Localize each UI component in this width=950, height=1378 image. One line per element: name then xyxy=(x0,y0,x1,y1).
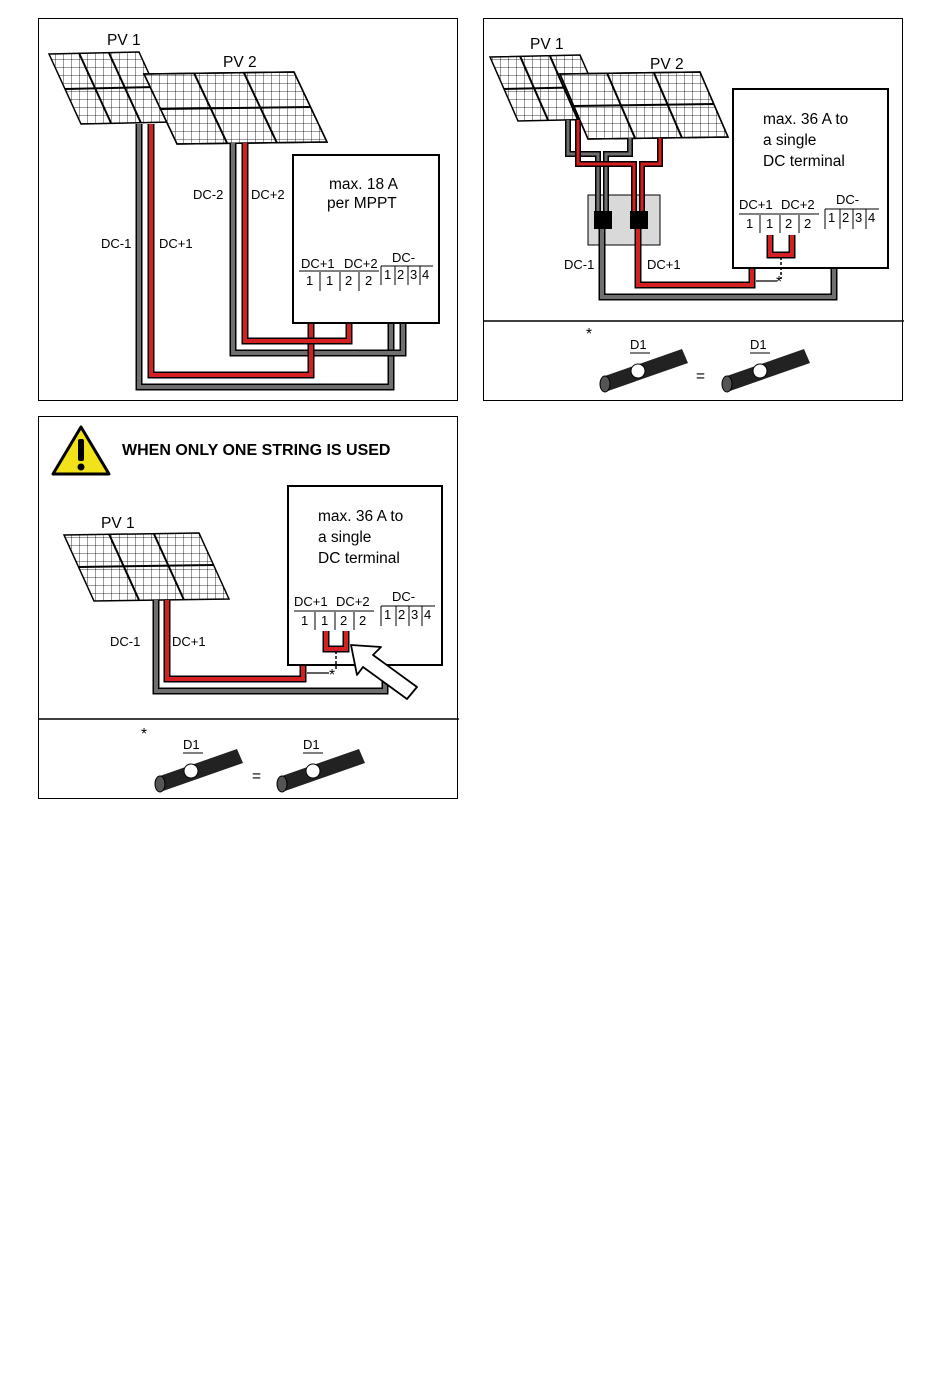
dc-plus-1-label: DC+1 xyxy=(647,257,681,272)
terminal-label: 3 xyxy=(855,210,862,225)
diagram-two-strings-mppt: PV 1 PV 2 DC-1 DC+1 DC-2 DC+2 max. 18 A … xyxy=(38,18,458,401)
terminal-label: 1 xyxy=(306,273,313,288)
diagram-parallel-strings: PV 1 PV 2 DC-1 DC+1 max. 36 A to xyxy=(483,18,903,401)
terminal-label: 3 xyxy=(411,607,418,622)
terminal-label: 2 xyxy=(398,607,405,622)
dc-minus-1-label: DC-1 xyxy=(101,236,131,251)
pv1-solar-panel-icon xyxy=(64,533,229,601)
d1-label-left: D1 xyxy=(183,737,200,752)
diagram-two-strings-svg: PV 1 PV 2 DC-1 DC+1 DC-2 DC+2 max. 18 A … xyxy=(39,19,459,402)
connector-icon xyxy=(594,211,612,229)
cable-cross-section-icon xyxy=(155,749,243,792)
pv2-label: PV 2 xyxy=(223,54,257,71)
cable-footnote: * D1 = D1 xyxy=(141,726,365,792)
dc-plus-1-label: DC+1 xyxy=(172,634,206,649)
box-line2: a single xyxy=(318,529,371,546)
term-dc-plus1-label: DC+1 xyxy=(739,197,773,212)
dc-plus-1-label: DC+1 xyxy=(159,236,193,251)
terminal-label: 1 xyxy=(384,607,391,622)
d1-label-left: D1 xyxy=(630,337,647,352)
connector-icon xyxy=(630,211,648,229)
diagram-single-string: WHEN ONLY ONE STRING IS USED PV 1 DC-1 D… xyxy=(38,416,458,799)
terminal-label: 1 xyxy=(828,210,835,225)
asterisk-marker: * xyxy=(776,274,782,291)
terminal-label: 1 xyxy=(301,613,308,628)
term-dc-minus-label: DC- xyxy=(836,192,859,207)
terminal-label: 4 xyxy=(424,607,431,622)
terminal-label: 1 xyxy=(326,273,333,288)
footnote-asterisk: * xyxy=(141,726,147,743)
box-line2: a single xyxy=(763,132,816,149)
terminal-label: 2 xyxy=(365,273,372,288)
warning-heading: WHEN ONLY ONE STRING IS USED xyxy=(122,442,390,459)
terminal-label: 1 xyxy=(321,613,328,628)
equals-sign: = xyxy=(696,368,705,385)
terminal-label: 2 xyxy=(842,210,849,225)
term-dc-plus2-label: DC+2 xyxy=(336,594,370,609)
terminal-label: 4 xyxy=(868,210,875,225)
terminal-label: 3 xyxy=(410,267,417,282)
term-dc-minus-label: DC- xyxy=(392,250,415,265)
footnote-asterisk: * xyxy=(586,326,592,343)
cable-cross-section-icon xyxy=(277,749,365,792)
terminal-label: 4 xyxy=(422,267,429,282)
terminal-label: 2 xyxy=(340,613,347,628)
pv1-label: PV 1 xyxy=(530,36,564,53)
box-line3: DC terminal xyxy=(763,153,845,170)
box-line1: max. 36 A to xyxy=(763,111,848,128)
diagram-parallel-svg: PV 1 PV 2 DC-1 DC+1 max. 36 A to xyxy=(484,19,904,402)
equals-sign: = xyxy=(252,768,261,785)
terminal-label: 2 xyxy=(359,613,366,628)
terminal-label: 1 xyxy=(766,216,773,231)
pv2-solar-panel-icon xyxy=(144,72,327,144)
dc-minus-1-label: DC-1 xyxy=(564,257,594,272)
term-dc-plus1-label: DC+1 xyxy=(301,256,335,271)
cable-cross-section-icon xyxy=(722,349,810,392)
box-line2: per MPPT xyxy=(327,195,397,212)
dc-plus-2-label: DC+2 xyxy=(251,187,285,202)
dc-minus-2-label: DC-2 xyxy=(193,187,223,202)
pv2-solar-panel-icon xyxy=(560,72,728,139)
asterisk-marker: * xyxy=(329,667,335,684)
box-line1: max. 36 A to xyxy=(318,508,403,525)
terminal-label: 1 xyxy=(746,216,753,231)
pv1-label: PV 1 xyxy=(107,32,141,49)
box-line3: DC terminal xyxy=(318,550,400,567)
terminal-label: 2 xyxy=(345,273,352,288)
cable-footnote: * D1 = D1 xyxy=(586,326,810,392)
pv2-label: PV 2 xyxy=(650,56,684,73)
term-dc-minus-label: DC- xyxy=(392,589,415,604)
terminal-label: 2 xyxy=(397,267,404,282)
terminal-label: 2 xyxy=(785,216,792,231)
pv1-label: PV 1 xyxy=(101,515,135,532)
cable-cross-section-icon xyxy=(600,349,688,392)
warning-icon xyxy=(53,427,109,474)
term-dc-plus2-label: DC+2 xyxy=(781,197,815,212)
d1-label-right: D1 xyxy=(750,337,767,352)
terminal-label: 2 xyxy=(804,216,811,231)
dc-minus-1-label: DC-1 xyxy=(110,634,140,649)
term-dc-plus1-label: DC+1 xyxy=(294,594,328,609)
diagram-single-string-svg: WHEN ONLY ONE STRING IS USED PV 1 DC-1 D… xyxy=(39,417,459,800)
box-line1: max. 18 A xyxy=(329,176,399,193)
d1-label-right: D1 xyxy=(303,737,320,752)
terminal-label: 1 xyxy=(384,267,391,282)
term-dc-plus2-label: DC+2 xyxy=(344,256,378,271)
